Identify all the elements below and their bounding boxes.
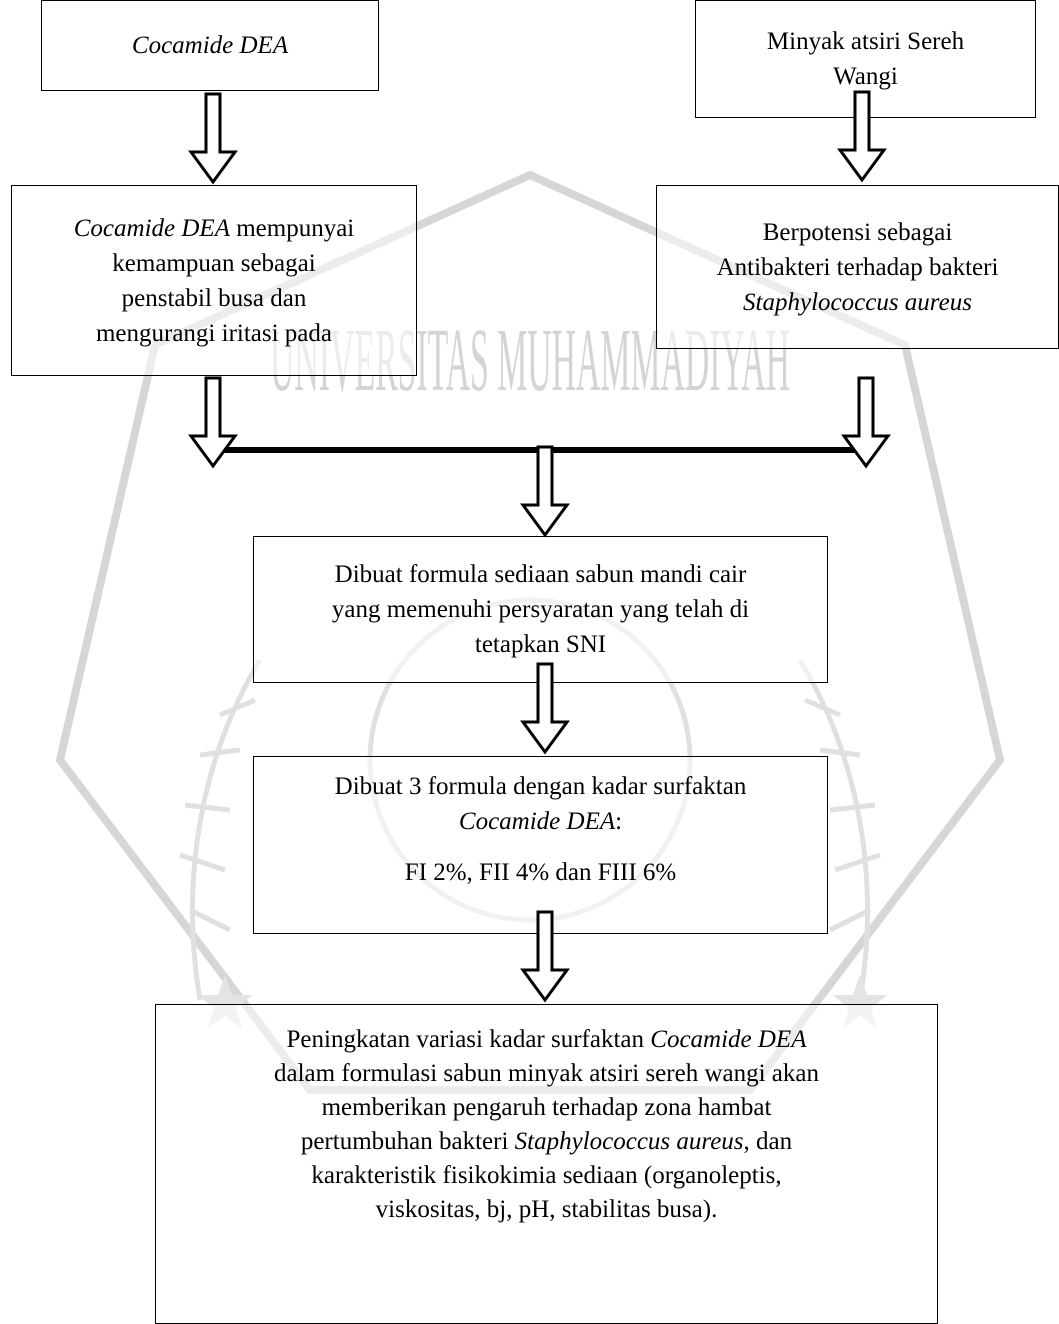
arrow-cocamide-down-icon [189, 92, 237, 184]
antibacterial-line2: Antibakteri terhadap bakteri [716, 253, 999, 281]
cocamide-description-line1: Cocamide DEA mempunyai [73, 214, 355, 242]
hypothesis-line1: Peningkatan variasi kadar surfaktan Coca… [286, 1026, 807, 1053]
three-formula-line1: Dibuat 3 formula dengan kadar surfaktan [334, 773, 747, 800]
hypothesis-line6: viskositas, bj, pH, stabilitas busa). [375, 1196, 718, 1223]
three-formula-box: Dibuat 3 formula dengan kadar surfaktan … [253, 756, 828, 934]
cocamide-description-line2: kemampuan sebagai [112, 249, 316, 277]
hypothesis-line2: dalam formulasi sabun minyak atsiri sere… [274, 1060, 819, 1087]
antibacterial-line3: Staphylococcus aureus [743, 288, 972, 316]
hypothesis-line3: memberikan pengaruh terhadap zona hambat [321, 1094, 772, 1121]
arrow-to-three-formula-icon [521, 662, 569, 754]
hypothesis-line4: pertumbuhan bakteri Staphylococcus aureu… [300, 1128, 793, 1155]
minyak-atsiri-box: Minyak atsiri Sereh Wangi [695, 0, 1036, 118]
antibacterial-line1: Berpotensi sebagai [762, 218, 953, 246]
sni-formula-line1: Dibuat formula sediaan sabun mandi cair [334, 561, 747, 588]
seal-star-left-icon [197, 975, 253, 1028]
cocamide-description-line3: penstabil busa dan [121, 284, 307, 312]
arrow-to-sni-box-icon [521, 445, 569, 537]
sni-formula-line2: yang memenuhi persyaratan yang telah di [331, 596, 750, 623]
hypothesis-line5: karakteristik fisikokimia sediaan (organ… [311, 1162, 782, 1189]
minyak-atsiri-line1: Minyak atsiri Sereh [766, 28, 965, 55]
cocamide-dea-label: Cocamide DEA [131, 32, 289, 59]
seal-star-right-icon [832, 975, 888, 1028]
seal-laurel-right [797, 658, 881, 1001]
sni-formula-line3: tetapkan SNI [474, 631, 607, 658]
seal-laurel-left [179, 658, 263, 1001]
minyak-atsiri-line2: Wangi [833, 63, 898, 90]
three-formula-line3: FI 2%, FII 4% dan FIII 6% [404, 859, 677, 886]
cocamide-description-line4: mengurangi iritasi pada [95, 319, 333, 347]
three-formula-line2: Cocamide DEA: [458, 808, 623, 835]
hypothesis-box: Peningkatan variasi kadar surfaktan Coca… [155, 1004, 938, 1324]
arrow-to-hypothesis-icon [521, 910, 569, 1002]
arrow-minyak-down-icon [838, 90, 886, 182]
cocamide-dea-box: Cocamide DEA [41, 0, 379, 91]
cocamide-description-box: Cocamide DEA mempunyai kemampuan sebagai… [11, 185, 417, 376]
sni-formula-box: Dibuat formula sediaan sabun mandi cair … [253, 536, 828, 683]
